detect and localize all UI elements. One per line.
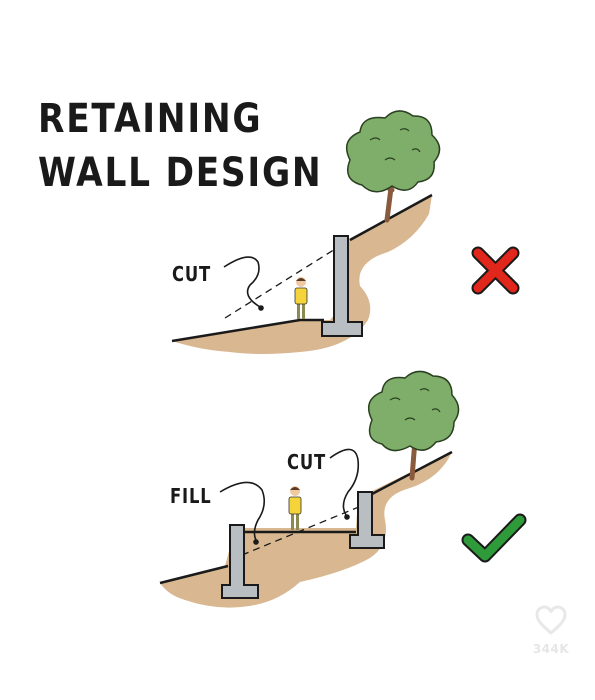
label-cut-right: CUT bbox=[287, 450, 327, 474]
retaining-wall-cut bbox=[349, 491, 385, 549]
page-title: RETAINING WALL DESIGN bbox=[38, 92, 322, 200]
title-line-2: WALL DESIGN bbox=[38, 150, 323, 196]
diagram-right bbox=[159, 370, 460, 608]
like-count: 344K bbox=[532, 642, 570, 656]
original-slope-wrong bbox=[224, 245, 341, 319]
heart-outline-icon[interactable] bbox=[534, 604, 568, 636]
cut-leader-right bbox=[329, 448, 360, 516]
title-line-1: RETAINING bbox=[38, 96, 263, 142]
label-cut-wrong: CUT bbox=[172, 262, 212, 286]
soil-wrong bbox=[172, 195, 432, 354]
like-counter[interactable]: 344K bbox=[520, 604, 582, 656]
retaining-wall-fill bbox=[221, 524, 259, 599]
fill-leader bbox=[219, 481, 266, 541]
cut-leader-wrong bbox=[223, 256, 261, 308]
label-fill: FILL bbox=[170, 484, 212, 508]
tree-wrong bbox=[345, 110, 441, 223]
green-check-icon bbox=[461, 513, 527, 563]
diagram-wrong bbox=[171, 110, 441, 354]
ground-line-wrong bbox=[171, 318, 324, 343]
person-wrong bbox=[294, 277, 308, 319]
tree-right bbox=[367, 370, 460, 481]
red-x-icon bbox=[471, 246, 520, 295]
retaining-wall-wrong bbox=[321, 235, 363, 337]
person-right bbox=[288, 486, 302, 530]
